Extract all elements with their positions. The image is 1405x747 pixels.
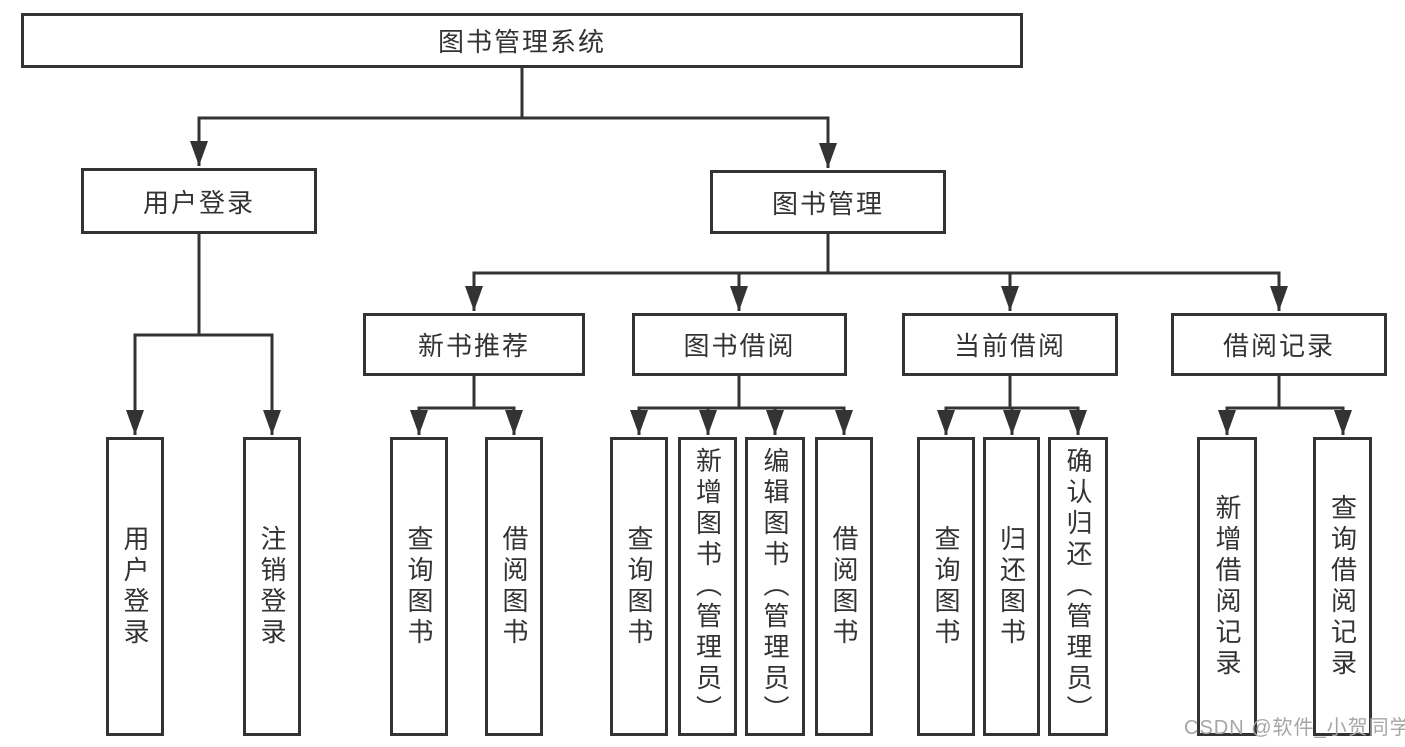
leaf-query-books-recommend: 查询图书 (390, 437, 448, 736)
leaf-logout: 注销登录 (243, 437, 301, 736)
node-borrowing-records-label: 借阅记录 (1222, 331, 1335, 361)
leaf-borrow-books-borrowing: 借阅图书 (815, 437, 873, 736)
leaf-add-book-admin-label: 新增图书（管理员） (692, 447, 723, 726)
node-book-management-label: 图书管理 (771, 188, 884, 219)
node-library-management-system-label: 图书管理系统 (437, 27, 606, 57)
node-library-management-system: 图书管理系统 (21, 13, 1023, 68)
leaf-borrow-books-recommend: 借阅图书 (485, 437, 543, 736)
leaf-edit-book-admin-label: 编辑图书（管理员） (760, 447, 790, 726)
leaf-return-books: 归还图书 (983, 437, 1040, 736)
connector-root-to-level2 (190, 68, 837, 168)
leaf-query-borrow-record-label: 查询借阅记录 (1327, 493, 1358, 680)
leaf-return-books-label: 归还图书 (996, 524, 1027, 649)
connector-new-book-recommendation-children (410, 375, 523, 435)
watermark: CSDN @软件_小贺同学 (1184, 717, 1405, 739)
node-current-borrowing: 当前借阅 (902, 313, 1118, 376)
leaf-query-books-recommend-label: 查询图书 (404, 524, 434, 649)
leaf-add-book-admin: 新增图书（管理员） (678, 437, 737, 736)
node-book-borrowing: 图书借阅 (632, 313, 847, 376)
node-borrowing-records: 借阅记录 (1171, 313, 1387, 376)
leaf-edit-book-admin: 编辑图书（管理员） (745, 437, 805, 736)
leaf-user-login: 用户登录 (106, 437, 164, 736)
leaf-user-login-label: 用户登录 (120, 524, 150, 649)
leaf-add-borrow-record: 新增借阅记录 (1197, 437, 1257, 736)
node-new-book-recommendation: 新书推荐 (363, 313, 585, 376)
leaf-confirm-return-admin-label: 确认归还（管理员） (1063, 447, 1093, 726)
node-book-borrowing-label: 图书借阅 (683, 331, 796, 361)
connector-user-login-children (126, 234, 281, 435)
leaf-logout-label: 注销登录 (257, 524, 287, 649)
node-new-book-recommendation-label: 新书推荐 (417, 331, 530, 361)
connector-borrowing-records-children (1218, 375, 1352, 435)
connector-current-borrowing-children (937, 375, 1087, 435)
node-book-management: 图书管理 (710, 170, 946, 234)
node-current-borrowing-label: 当前借阅 (953, 331, 1066, 361)
leaf-query-books-borrowing: 查询图书 (610, 437, 668, 736)
connector-book-management-children (465, 234, 1288, 311)
leaf-add-borrow-record-label: 新增借阅记录 (1212, 493, 1242, 680)
node-user-login-label: 用户登录 (142, 187, 255, 218)
connector-book-borrowing-children (630, 375, 853, 435)
leaf-borrow-books-borrowing-label: 借阅图书 (829, 524, 859, 649)
node-user-login: 用户登录 (81, 168, 317, 234)
leaf-query-books-current: 查询图书 (917, 437, 975, 736)
leaf-query-borrow-record: 查询借阅记录 (1313, 437, 1372, 736)
leaf-query-books-borrowing-label: 查询图书 (624, 524, 654, 649)
leaf-borrow-books-recommend-label: 借阅图书 (499, 524, 529, 649)
leaf-query-books-current-label: 查询图书 (931, 524, 961, 649)
leaf-confirm-return-admin: 确认归还（管理员） (1048, 437, 1108, 736)
